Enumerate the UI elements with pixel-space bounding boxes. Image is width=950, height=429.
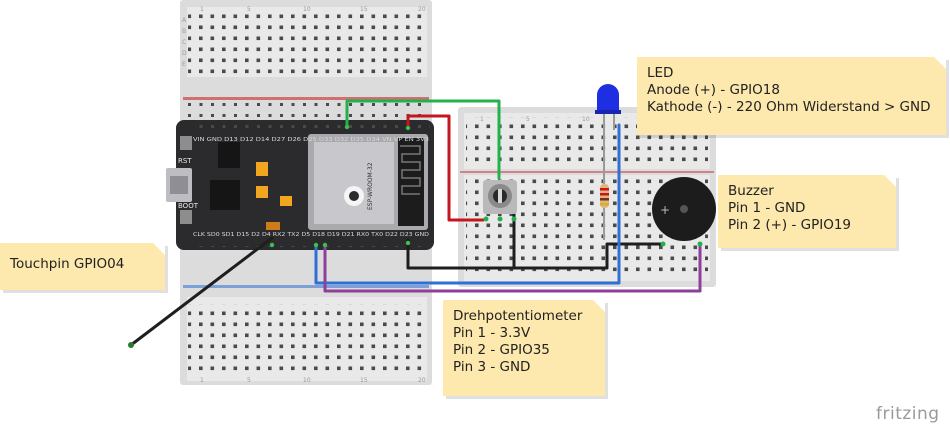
fritzing-logo: fritzing <box>876 404 940 424</box>
active-holes <box>269 124 411 248</box>
note-pot-title: Drehpotentiometer <box>453 308 583 324</box>
note-buzzer-line: Pin 1 - GND <box>728 200 806 216</box>
note-pot-line: Pin 3 - GND <box>453 359 531 375</box>
wires <box>128 99 702 348</box>
breadboard-column-number: 5 <box>247 6 251 13</box>
esp32-devkit <box>166 120 434 250</box>
breadboard-column-number: 15 <box>360 377 368 384</box>
buzzer: + <box>652 177 716 247</box>
wire-blue <box>314 123 621 285</box>
breadboard-column-number: 10 <box>303 6 311 13</box>
note-pot-line: Pin 1 - 3.3V <box>453 325 531 341</box>
bottom-pin-labels: CLK SD0 SD1 D15 D2 D4 RX2 TX2 D5 D18 D19… <box>193 232 429 238</box>
breadboard-column-number: 1 <box>200 377 204 384</box>
note-buzzer-title: Buzzer <box>728 183 774 199</box>
rst-button-label: RST <box>178 157 192 165</box>
note-touch-title: Touchpin GPIO04 <box>10 256 125 272</box>
note-led: LED Anode (+) - GPIO18 Kathode (-) - 220… <box>637 57 946 135</box>
breadboard-row-letter: D <box>182 50 187 57</box>
breadboard-column-number: 10 <box>303 377 311 384</box>
note-touchpin: Touchpin GPIO04 <box>0 243 165 290</box>
breadboard-row-letter: A <box>182 17 187 24</box>
note-buzzer-line: Pin 2 (+) - GPIO19 <box>728 217 852 233</box>
breadboard-column-number: 10 <box>582 116 590 123</box>
note-pot-line: Pin 2 - GPIO35 <box>453 342 550 358</box>
breadboard-column-number: 20 <box>418 6 426 13</box>
note-potentiometer: Drehpotentiometer Pin 1 - 3.3V Pin 2 - G… <box>443 300 605 396</box>
resistor <box>600 184 609 208</box>
wire-red <box>406 114 485 222</box>
wire-purple <box>323 242 702 293</box>
breadboard-column-number: 1 <box>200 6 204 13</box>
wire-black-gnd <box>406 238 665 270</box>
breadboard-row-letter: C <box>182 39 186 46</box>
module-text: ESP-WROOM-32 <box>367 162 374 210</box>
breadboard-column-number: 5 <box>247 377 251 384</box>
breadboard-row-letter: B <box>182 28 186 35</box>
breadboard-column-number: 20 <box>418 377 426 384</box>
note-led-title: LED <box>647 65 674 81</box>
breadboard-row-letter: E <box>182 61 186 68</box>
note-led-line: Anode (+) - GPIO18 <box>647 82 780 98</box>
potentiometer <box>483 180 517 222</box>
note-led-line: Kathode (-) - 220 Ohm Widerstand > GND <box>647 99 931 115</box>
boot-button-label: BOOT <box>178 202 199 210</box>
led <box>595 84 621 240</box>
breadboard-column-number: 5 <box>526 116 530 123</box>
note-buzzer: Buzzer Pin 1 - GND Pin 2 (+) - GPIO19 <box>718 175 896 248</box>
breadboard-column-number: 15 <box>360 6 368 13</box>
wire-touch <box>129 236 274 347</box>
breadboard-column-number: 1 <box>480 116 484 123</box>
svg-text:+: + <box>660 203 670 217</box>
wire-green <box>345 99 501 180</box>
top-pin-labels: VIN GND D13 D12 D14 D27 D26 D25 D33 D32 … <box>193 137 429 143</box>
